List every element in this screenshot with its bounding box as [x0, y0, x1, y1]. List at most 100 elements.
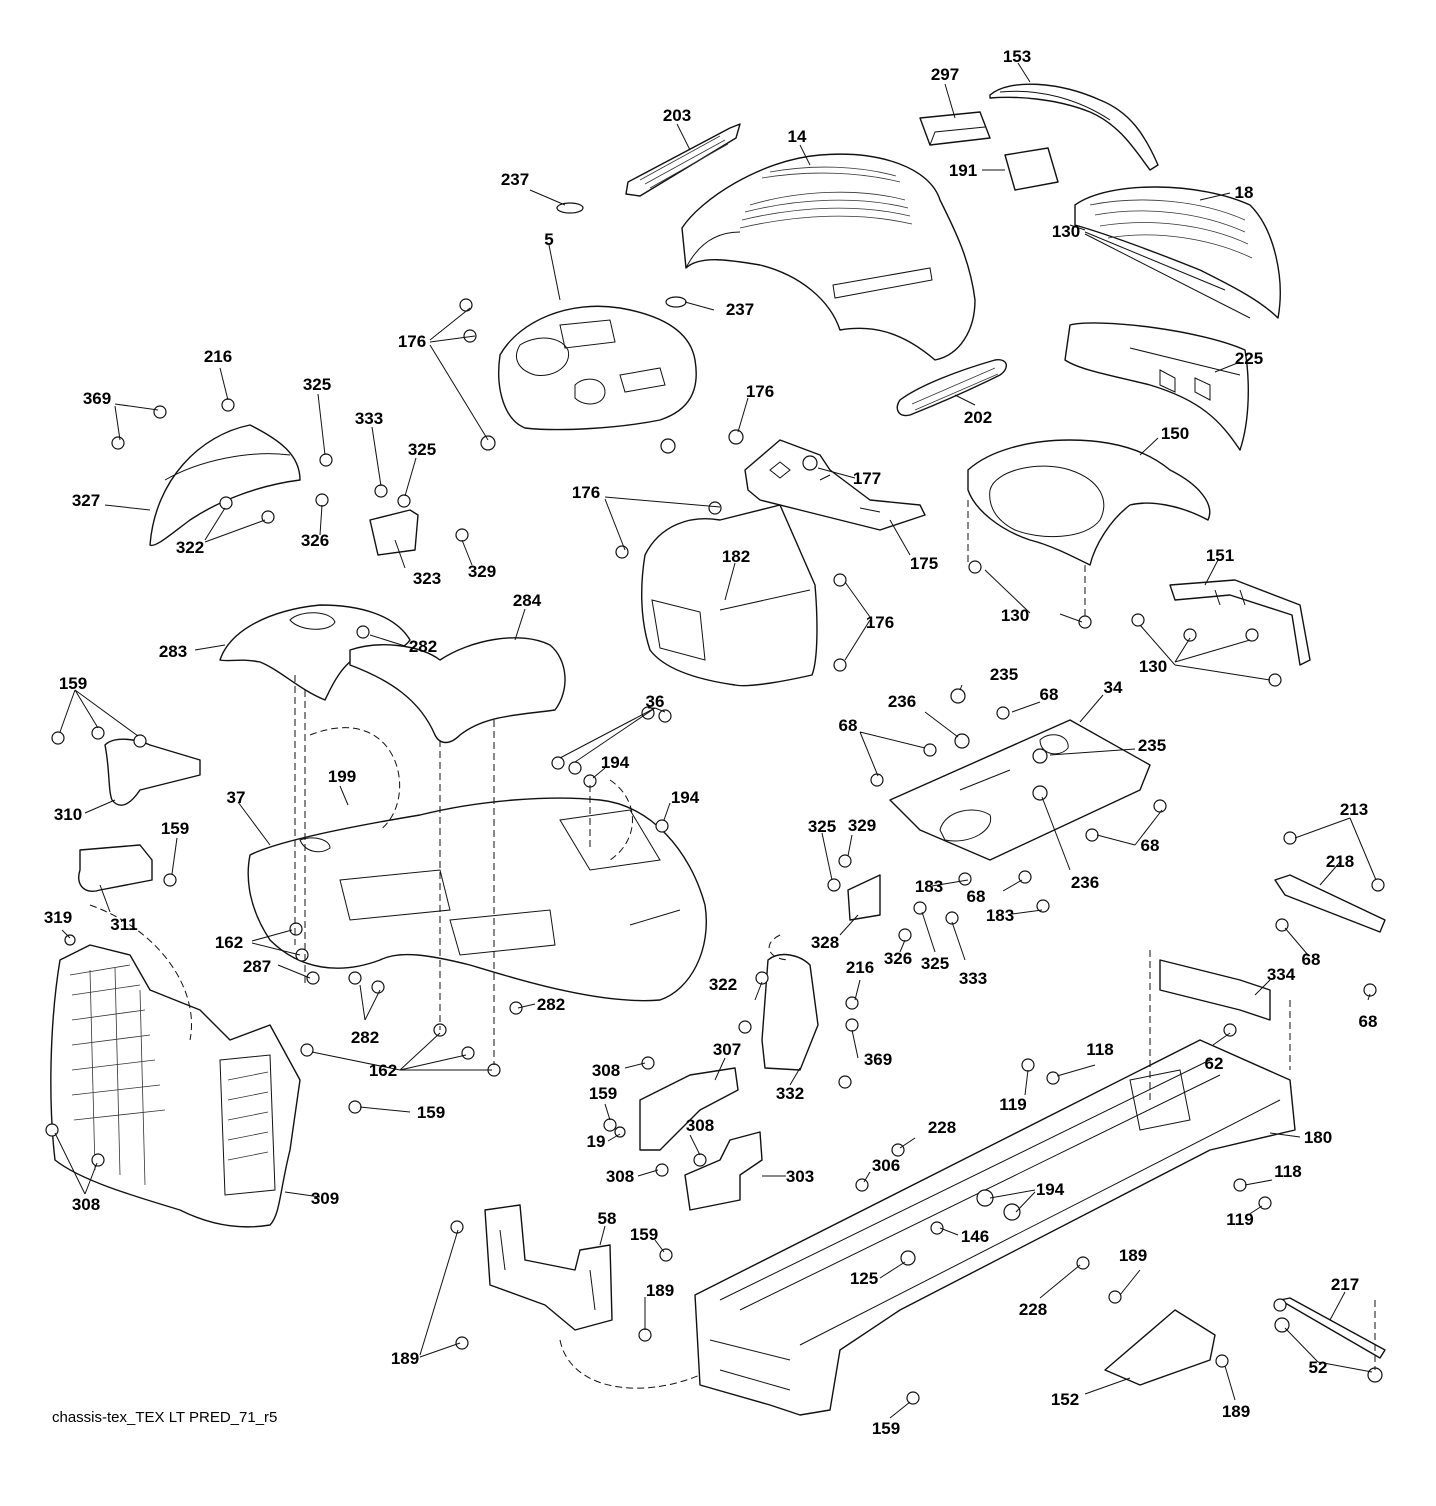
callout-282: 282	[351, 1028, 379, 1047]
callout-307: 307	[713, 1040, 741, 1059]
callout-159: 159	[630, 1225, 658, 1244]
callout-146: 146	[961, 1227, 989, 1246]
callout-37: 37	[227, 788, 246, 807]
part-334-bracket	[1159, 959, 1271, 1021]
callout-159: 159	[161, 819, 189, 838]
callout-58: 58	[598, 1209, 617, 1228]
callout-176: 176	[866, 613, 894, 632]
callout-183: 183	[915, 877, 943, 896]
callout-235: 235	[990, 665, 1018, 684]
part-175-bracket	[744, 439, 926, 531]
callout-189: 189	[391, 1349, 419, 1368]
callout-216: 216	[846, 958, 874, 977]
callout-308: 308	[592, 1061, 620, 1080]
callout-217: 217	[1331, 1275, 1359, 1294]
part-150-body-support	[967, 439, 1211, 566]
callout-189: 189	[1119, 1246, 1147, 1265]
callout-68: 68	[1359, 1012, 1378, 1031]
assembly-dash-lines	[89, 500, 1376, 1389]
callout-176: 176	[746, 382, 774, 401]
callout-308: 308	[606, 1167, 634, 1186]
callout-308: 308	[686, 1116, 714, 1135]
part-14-hood	[681, 153, 976, 361]
callout-14: 14	[788, 127, 807, 146]
leader-lines	[54, 62, 1377, 1419]
callout-199: 199	[328, 767, 356, 786]
callout-319: 319	[44, 908, 72, 927]
callout-228: 228	[928, 1118, 956, 1137]
callout-328: 328	[811, 933, 839, 952]
part-323-bracket	[369, 509, 419, 556]
callout-34: 34	[1104, 678, 1123, 697]
callout-334: 334	[1267, 965, 1296, 984]
callout-325: 325	[808, 817, 836, 836]
callout-159: 159	[59, 674, 87, 693]
callout-125: 125	[850, 1269, 878, 1288]
callout-labels: 1532972031419123718130523717622521632536…	[44, 47, 1378, 1438]
callout-326: 326	[301, 531, 329, 550]
callout-130: 130	[1052, 222, 1080, 241]
callout-322: 322	[709, 975, 737, 994]
callout-283: 283	[159, 642, 187, 661]
callout-325: 325	[303, 375, 331, 394]
part-218-bar	[1274, 874, 1386, 933]
callout-237: 237	[501, 170, 529, 189]
callout-5: 5	[544, 230, 553, 249]
callout-118: 118	[1274, 1162, 1301, 1181]
callout-282: 282	[409, 637, 437, 656]
part-34-steering-plate	[889, 719, 1151, 861]
callout-203: 203	[663, 106, 691, 125]
callout-202: 202	[964, 408, 992, 427]
callout-333: 333	[355, 409, 383, 428]
hardware-set	[45, 202, 1385, 1405]
part-191-block	[1004, 147, 1059, 191]
callout-329: 329	[848, 816, 876, 835]
callout-191: 191	[949, 161, 977, 180]
callout-369: 369	[864, 1050, 892, 1069]
part-310-bracket	[104, 738, 201, 806]
callout-183: 183	[986, 906, 1014, 925]
part-303-plate	[684, 1131, 763, 1211]
part-5-dash-console	[498, 305, 697, 431]
callout-119: 119	[999, 1095, 1026, 1114]
part-202-grille	[896, 359, 1007, 417]
callout-159: 159	[589, 1084, 617, 1103]
part-307-plate	[639, 1067, 739, 1151]
callout-228: 228	[1019, 1300, 1047, 1319]
callout-225: 225	[1235, 349, 1263, 368]
callout-218: 218	[1326, 852, 1354, 871]
callout-297: 297	[931, 65, 959, 84]
part-153-trim-strip	[989, 83, 1159, 171]
callout-311: 311	[110, 915, 137, 934]
callout-325: 325	[921, 954, 949, 973]
callout-322: 322	[176, 538, 204, 557]
callout-150: 150	[1161, 424, 1189, 443]
part-297-block	[919, 111, 991, 146]
callout-333: 333	[959, 969, 987, 988]
part-152-bracket	[1104, 1309, 1216, 1386]
callout-159: 159	[872, 1419, 900, 1438]
callout-151: 151	[1206, 546, 1234, 565]
callout-282: 282	[537, 995, 565, 1014]
part-311-bracket	[78, 844, 153, 892]
callout-213: 213	[1340, 800, 1368, 819]
callout-237: 237	[726, 300, 754, 319]
callout-309: 309	[311, 1189, 339, 1208]
callout-68: 68	[967, 887, 986, 906]
callout-119: 119	[1226, 1210, 1253, 1229]
callout-308: 308	[72, 1195, 100, 1214]
callout-68: 68	[839, 716, 858, 735]
callout-236: 236	[888, 692, 916, 711]
part-332-shield	[761, 953, 819, 1071]
callout-175: 175	[910, 554, 938, 573]
callout-176: 176	[398, 332, 426, 351]
callout-62: 62	[1205, 1054, 1224, 1073]
part-217-rod	[1279, 1297, 1386, 1359]
callout-235: 235	[1138, 736, 1166, 755]
part-328-bracket	[847, 874, 881, 921]
callout-36: 36	[646, 692, 665, 711]
callout-177: 177	[853, 469, 881, 488]
callout-332: 332	[776, 1084, 804, 1103]
callout-189: 189	[1222, 1402, 1250, 1421]
